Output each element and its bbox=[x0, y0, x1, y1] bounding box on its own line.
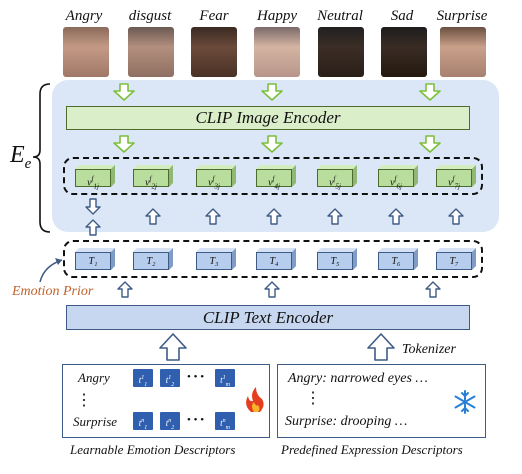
learnable-row2-label: Surprise bbox=[73, 414, 118, 429]
learnable-row1-label: Angry bbox=[78, 370, 110, 385]
learnable-token-1-m: t1m bbox=[215, 369, 235, 388]
face-image-disgust bbox=[128, 27, 174, 77]
image-token-container bbox=[63, 157, 483, 195]
learnable-token-1-1: t11 bbox=[133, 369, 153, 388]
face-image-sad bbox=[381, 27, 427, 77]
learnable-row2-dots: • • • bbox=[187, 414, 205, 426]
emotion-prior-label: Emotion Prior bbox=[12, 284, 94, 299]
emotion-label-angry: Angry bbox=[65, 8, 103, 24]
learnable-caption: Learnable Emotion Descriptors bbox=[70, 442, 236, 457]
face-image-fear bbox=[191, 27, 237, 77]
face-image-happy bbox=[254, 27, 300, 77]
image-encoder-panel bbox=[52, 80, 499, 232]
face-image-angry bbox=[63, 27, 109, 77]
predefined-caption: Predefined Expression Descriptors bbox=[281, 442, 463, 457]
ee-label: Ee bbox=[10, 142, 32, 172]
face-image-neutral bbox=[318, 27, 364, 77]
predefined-line2: Surprise: drooping … bbox=[285, 414, 408, 429]
learnable-token-n-2: tn2 bbox=[160, 412, 180, 431]
emotion-label-surprise: Surprise bbox=[436, 8, 488, 24]
clip-image-encoder: CLIP Image Encoder bbox=[66, 106, 470, 130]
learnable-token-n-1: tn1 bbox=[133, 412, 153, 431]
emotion-label-sad: Sad bbox=[390, 8, 414, 24]
text-token-container bbox=[63, 240, 483, 278]
learnable-token-1-2: t12 bbox=[160, 369, 180, 388]
clip-text-encoder: CLIP Text Encoder bbox=[66, 305, 470, 330]
face-image-surprise bbox=[440, 27, 486, 77]
predefined-descriptors-box bbox=[277, 364, 486, 438]
predefined-line1: Angry: narrowed eyes … bbox=[288, 371, 428, 386]
predefined-vdots: ⋮ bbox=[305, 390, 321, 407]
learnable-token-n-m: tnm bbox=[215, 412, 235, 431]
emotion-label-neutral: Neutral bbox=[317, 8, 363, 24]
emotion-label-disgust: disgust bbox=[128, 8, 172, 24]
emotion-label-fear: Fear bbox=[199, 8, 229, 24]
emotion-label-happy: Happy bbox=[257, 8, 297, 24]
tokenizer-label: Tokenizer bbox=[402, 342, 456, 357]
learnable-row1-dots: • • • bbox=[187, 371, 205, 383]
learnable-vdots: ⋮ bbox=[76, 392, 92, 409]
